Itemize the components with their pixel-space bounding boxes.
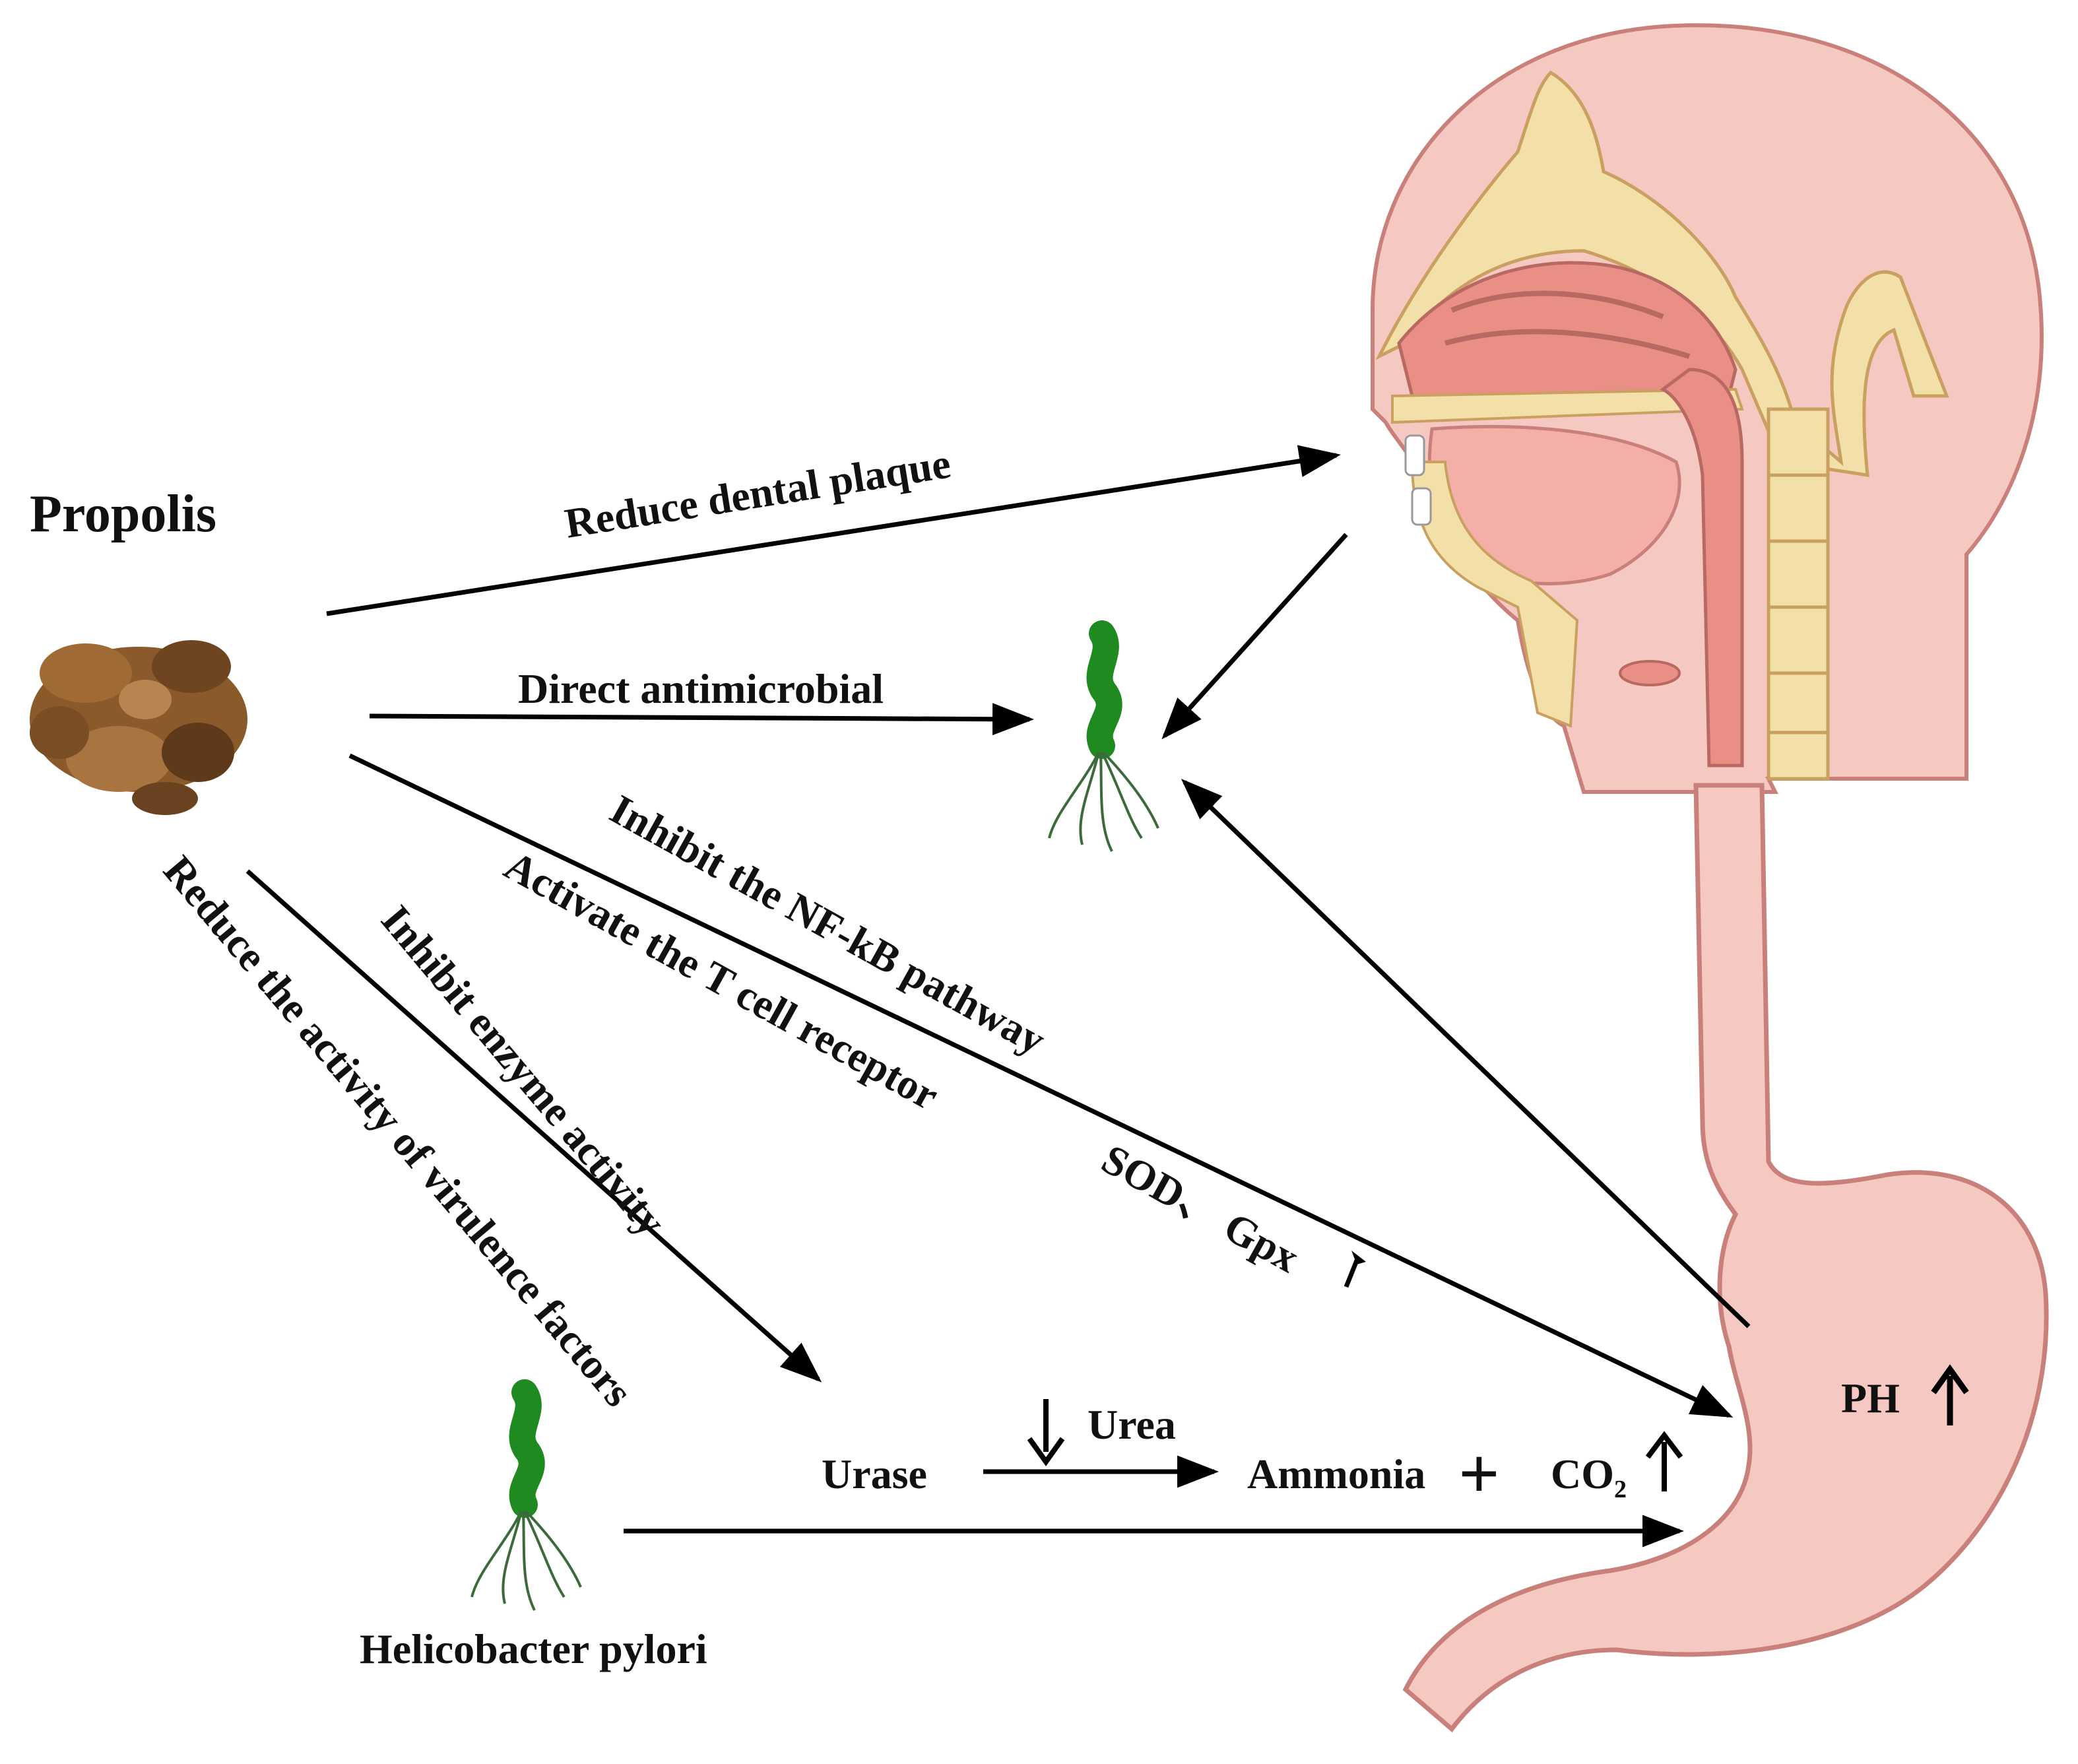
propolis-image xyxy=(30,640,247,815)
arrow-mouth-to-bacterium xyxy=(1161,533,1348,740)
label-ph: PH xyxy=(1841,1375,1900,1421)
arrow-inhibit-enzyme xyxy=(245,869,822,1383)
arrow-direct-antimicrobial xyxy=(369,703,1034,736)
helicobacter-bacterium-icon xyxy=(471,1379,582,1611)
down-arrow-icon xyxy=(1027,1399,1065,1466)
label-urea: Urea xyxy=(1088,1401,1176,1448)
head-anatomy-illustration xyxy=(1371,23,2044,794)
helicobacter-label: Helicobacter pylori xyxy=(360,1625,707,1672)
label-direct-antimicrobial: Direct antimicrobial xyxy=(518,665,884,712)
arrow-nfkb-to-stomach xyxy=(348,753,1734,1418)
up-arrow-icon xyxy=(1645,1431,1683,1491)
helicobacter-bacterium-icon xyxy=(1048,620,1159,852)
label-plus: + xyxy=(1458,1433,1500,1514)
up-arrow-icon xyxy=(1344,1251,1366,1288)
label-reduce-dental-plaque: Reduce dental plaque xyxy=(562,440,954,546)
propolis-title: Propolis xyxy=(30,485,216,543)
arrow-reduce-dental-plaque xyxy=(326,445,1341,616)
stomach-illustration xyxy=(1402,783,2049,1733)
label-ammonia: Ammonia xyxy=(1247,1451,1425,1497)
label-sod-gpx: SOD、 Gpx xyxy=(1094,1135,1307,1282)
label-co2: CO2 xyxy=(1551,1451,1627,1503)
arrows xyxy=(245,445,1751,1548)
label-urase: Urase xyxy=(822,1451,927,1497)
arrow-stomach-to-bacterium xyxy=(1181,779,1751,1328)
up-arrow-icon xyxy=(1931,1364,1969,1425)
